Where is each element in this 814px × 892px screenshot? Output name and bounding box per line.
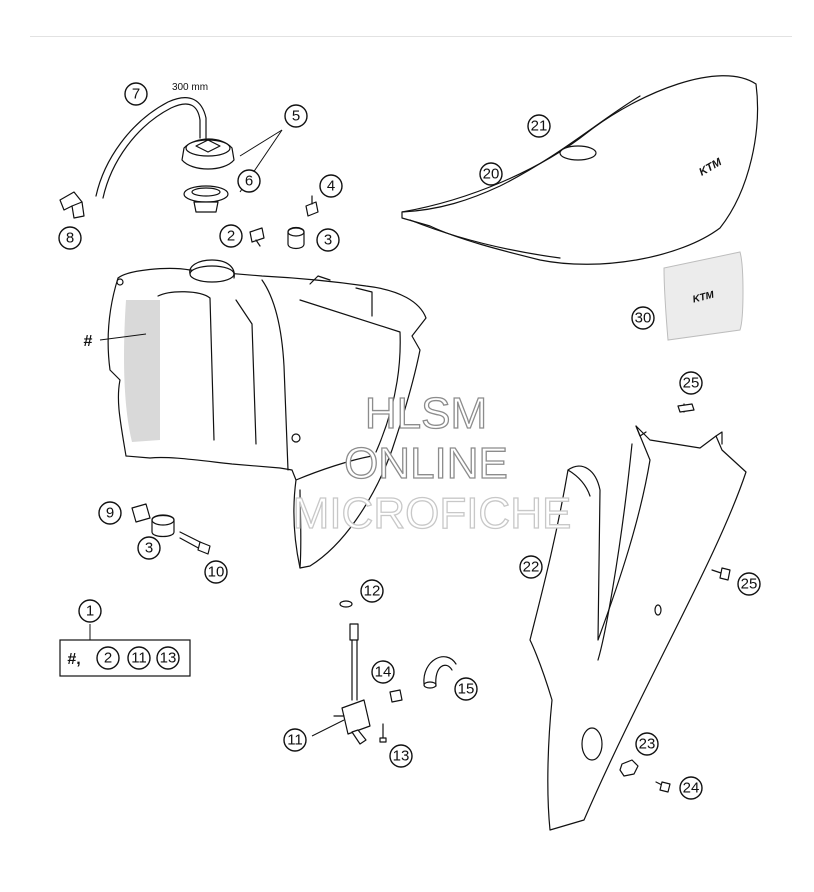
callout-3-lower: 3 <box>137 536 161 560</box>
svg-text:25: 25 <box>683 375 700 392</box>
svg-text:9: 9 <box>106 505 114 522</box>
svg-text:14: 14 <box>375 664 392 681</box>
callout-22: 22 <box>519 555 543 579</box>
svg-text:11: 11 <box>287 732 303 749</box>
watermark-line-3: MICROFICHE <box>293 489 572 538</box>
fuel-hose <box>95 97 207 199</box>
callout-10: 10 <box>204 560 228 584</box>
svg-text:22: 22 <box>523 559 540 576</box>
callout-11: 11 <box>283 728 307 752</box>
callout-20: 20 <box>479 162 503 186</box>
seat <box>401 75 759 265</box>
svg-text:2: 2 <box>104 650 112 667</box>
fuel-tap <box>311 623 371 745</box>
tap-screw <box>379 723 387 743</box>
svg-text:5: 5 <box>292 108 300 125</box>
svg-text:30: 30 <box>635 310 652 327</box>
callout-9: 9 <box>98 501 122 525</box>
callout-14: 14 <box>371 660 395 684</box>
seat-decal <box>663 251 744 341</box>
callout-21: 21 <box>527 114 551 138</box>
tap-hose <box>423 656 457 689</box>
callout-5: 5 <box>284 104 308 128</box>
svg-text:15: 15 <box>458 681 475 698</box>
kit-item-2: 2 <box>96 646 120 670</box>
svg-text:13: 13 <box>160 650 177 667</box>
callout-7: 7 <box>124 82 148 106</box>
callout-30: 30 <box>631 306 655 330</box>
panel-nut <box>619 759 639 777</box>
svg-text:23: 23 <box>639 736 656 753</box>
leader-cap <box>239 129 283 157</box>
tank-bolt <box>179 531 211 555</box>
side-panel <box>529 425 747 831</box>
hose-clamp <box>389 689 403 703</box>
watermark: HLSM ONLINE MICROFICHE <box>292 388 572 538</box>
callout-15: 15 <box>454 677 478 701</box>
callout-25-side: 25 <box>737 572 761 596</box>
lower-bushing <box>151 514 175 538</box>
kit-item-13: 13 <box>156 646 180 670</box>
callout-1: 1 <box>78 599 102 623</box>
tank-screw <box>305 195 319 217</box>
svg-text:3: 3 <box>145 540 153 557</box>
hose-elbow <box>59 191 85 219</box>
callout-24: 24 <box>679 776 703 800</box>
tap-o-ring <box>339 600 353 608</box>
top-divider <box>30 36 792 37</box>
decal-brand-mark: KTM <box>692 289 716 305</box>
tank-label: # <box>84 333 93 350</box>
svg-text:1: 1 <box>86 603 94 620</box>
rubber-bushing <box>287 226 305 250</box>
svg-text:20: 20 <box>483 166 500 183</box>
cap-screw <box>249 227 265 247</box>
svg-text:2: 2 <box>227 228 235 245</box>
svg-text:11: 11 <box>131 650 147 667</box>
svg-text:4: 4 <box>327 178 335 195</box>
watermark-line-2: ONLINE <box>344 439 508 488</box>
cap-gasket <box>183 185 229 213</box>
svg-text:6: 6 <box>245 173 253 190</box>
svg-text:25: 25 <box>741 576 758 593</box>
svg-text:12: 12 <box>364 583 381 600</box>
panel-screw-lower <box>655 781 671 793</box>
callout-8: 8 <box>58 226 82 250</box>
panel-screw-side <box>711 567 731 581</box>
svg-text:13: 13 <box>393 748 410 765</box>
svg-text:3: 3 <box>324 232 332 249</box>
callout-12: 12 <box>360 579 384 603</box>
callout-4: 4 <box>319 174 343 198</box>
svg-text:8: 8 <box>66 230 74 247</box>
callout-23: 23 <box>635 732 659 756</box>
hose-length-label: 300 mm <box>172 82 208 93</box>
callout-25-top: 25 <box>679 371 703 395</box>
filler-cap <box>181 138 235 170</box>
callout-3-top: 3 <box>316 228 340 252</box>
svg-text:24: 24 <box>683 780 700 797</box>
callout-13: 13 <box>389 744 413 768</box>
watermark-line-1: HLSM <box>365 389 487 438</box>
spacer-sleeve <box>131 503 151 523</box>
svg-text:7: 7 <box>132 86 140 103</box>
kit-prefix: #, <box>67 651 80 668</box>
callout-2-top: 2 <box>219 224 243 248</box>
fuel-tank <box>99 259 427 569</box>
svg-text:10: 10 <box>208 564 225 581</box>
svg-text:21: 21 <box>531 118 548 135</box>
panel-screw-upper <box>677 403 695 413</box>
callout-6: 6 <box>237 169 261 193</box>
kit-item-11: 11 <box>127 646 151 670</box>
